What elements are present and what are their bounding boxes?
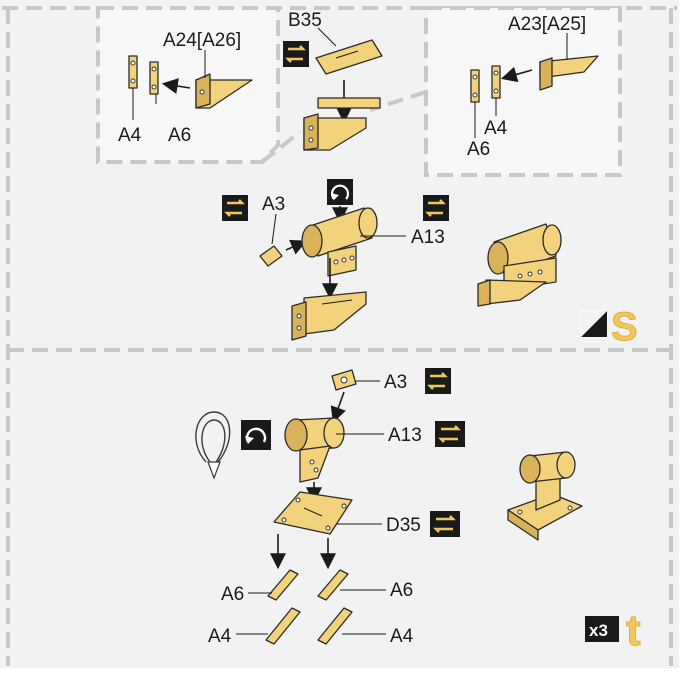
part-d35-plate xyxy=(273,491,353,535)
label-a3-bottom: A3 xyxy=(384,372,407,393)
part-a6-bottom-right xyxy=(317,569,349,601)
callout-line-left xyxy=(260,130,302,164)
swap-arrows-icon xyxy=(423,195,449,221)
part-a13-tube-bottom xyxy=(284,417,345,483)
part-a6-bottom-left xyxy=(267,569,299,601)
swap-arrows-icon xyxy=(425,368,451,394)
center-bracket-assembly xyxy=(303,27,383,151)
detail-left-parts xyxy=(128,50,253,120)
swap-arrows-icon xyxy=(430,511,460,537)
part-a6-left xyxy=(149,61,159,95)
label-a13-bottom: A13 xyxy=(388,425,422,446)
label-a4-bottom-left: A4 xyxy=(208,626,232,647)
label-a6-bottom-left: A6 xyxy=(221,584,244,605)
label-a6-bottom-right: A6 xyxy=(390,580,413,601)
label-a23: A23[A25] xyxy=(508,14,586,35)
label-a6-right: A6 xyxy=(467,139,490,160)
multiplier-badge xyxy=(585,616,619,642)
rotate-icon xyxy=(327,179,353,205)
part-a4-bottom-left xyxy=(265,607,301,645)
label-a4-right: A4 xyxy=(484,118,508,139)
label-a4-left: A4 xyxy=(118,125,142,146)
label-a13-top: A13 xyxy=(411,227,445,248)
part-a4-bottom-right xyxy=(317,607,353,645)
part-base-bracket-top xyxy=(291,291,367,341)
multiplier-text: x3 xyxy=(589,621,608,640)
flip-loop-icon xyxy=(195,411,231,480)
swap-arrows-icon xyxy=(222,195,248,221)
detail-right-parts xyxy=(470,33,599,138)
part-a13-tube-top xyxy=(301,207,378,277)
swap-arrows-icon xyxy=(283,41,309,67)
detail-box-left xyxy=(96,6,280,164)
step-letter-top: S xyxy=(611,305,638,349)
label-a6-left: A6 xyxy=(168,125,191,146)
swap-arrows-icon xyxy=(435,421,465,447)
part-b35-plate xyxy=(315,39,383,75)
label-a4-bottom-right: A4 xyxy=(390,626,414,647)
part-a3-top xyxy=(259,245,283,267)
rotate-icon xyxy=(241,420,271,450)
label-b35: B35 xyxy=(288,10,322,31)
step-letter-bottom: t xyxy=(626,606,641,655)
label-a24: A24[A26] xyxy=(163,30,241,51)
assembled-holder-top xyxy=(477,223,562,307)
assembled-holder-bottom xyxy=(507,451,583,541)
label-a3-top: A3 xyxy=(262,194,285,215)
triangle-badge-icon xyxy=(580,310,608,338)
label-d35: D35 xyxy=(386,515,421,536)
